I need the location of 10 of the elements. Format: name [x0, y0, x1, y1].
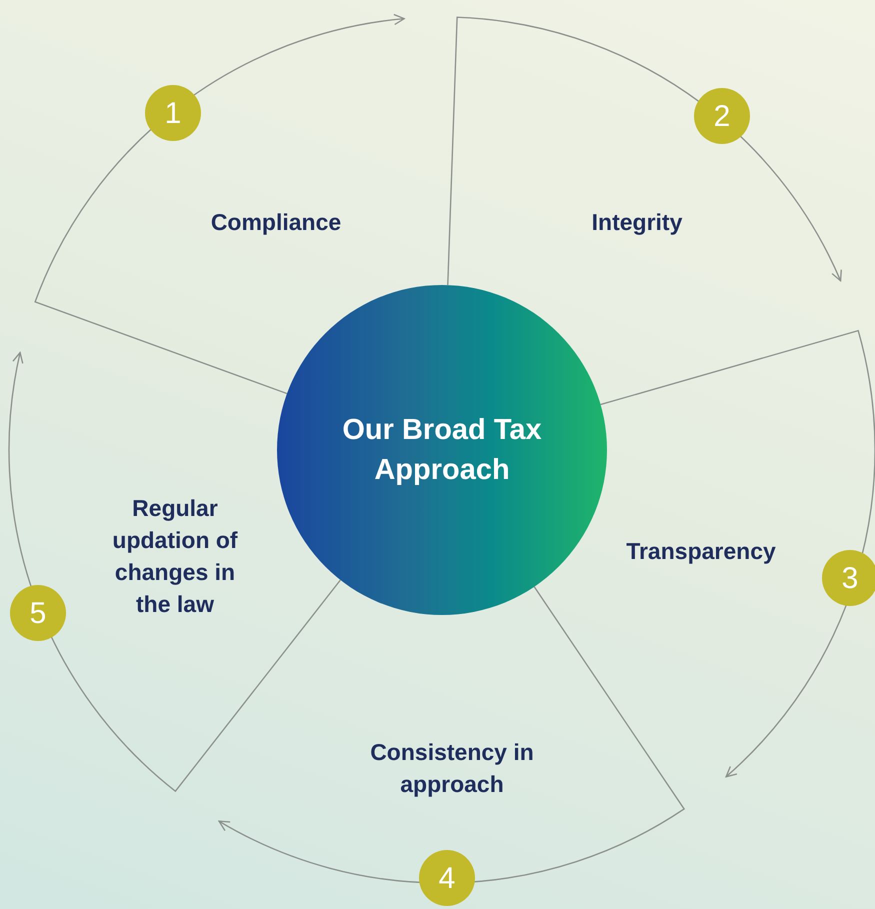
sector-label: Integrity	[592, 206, 682, 238]
number-badge: 5	[10, 585, 66, 641]
sector-label: Consistency in approach	[337, 736, 567, 800]
number-badge: 4	[419, 850, 475, 906]
number-badge: 2	[694, 88, 750, 144]
sector-label: Regular updation of changes in the law	[95, 492, 255, 620]
sector-label: Compliance	[210, 206, 342, 238]
number-badge: 3	[822, 550, 875, 606]
number-badge: 1	[145, 85, 201, 141]
sector-label: Transparency	[626, 535, 776, 567]
